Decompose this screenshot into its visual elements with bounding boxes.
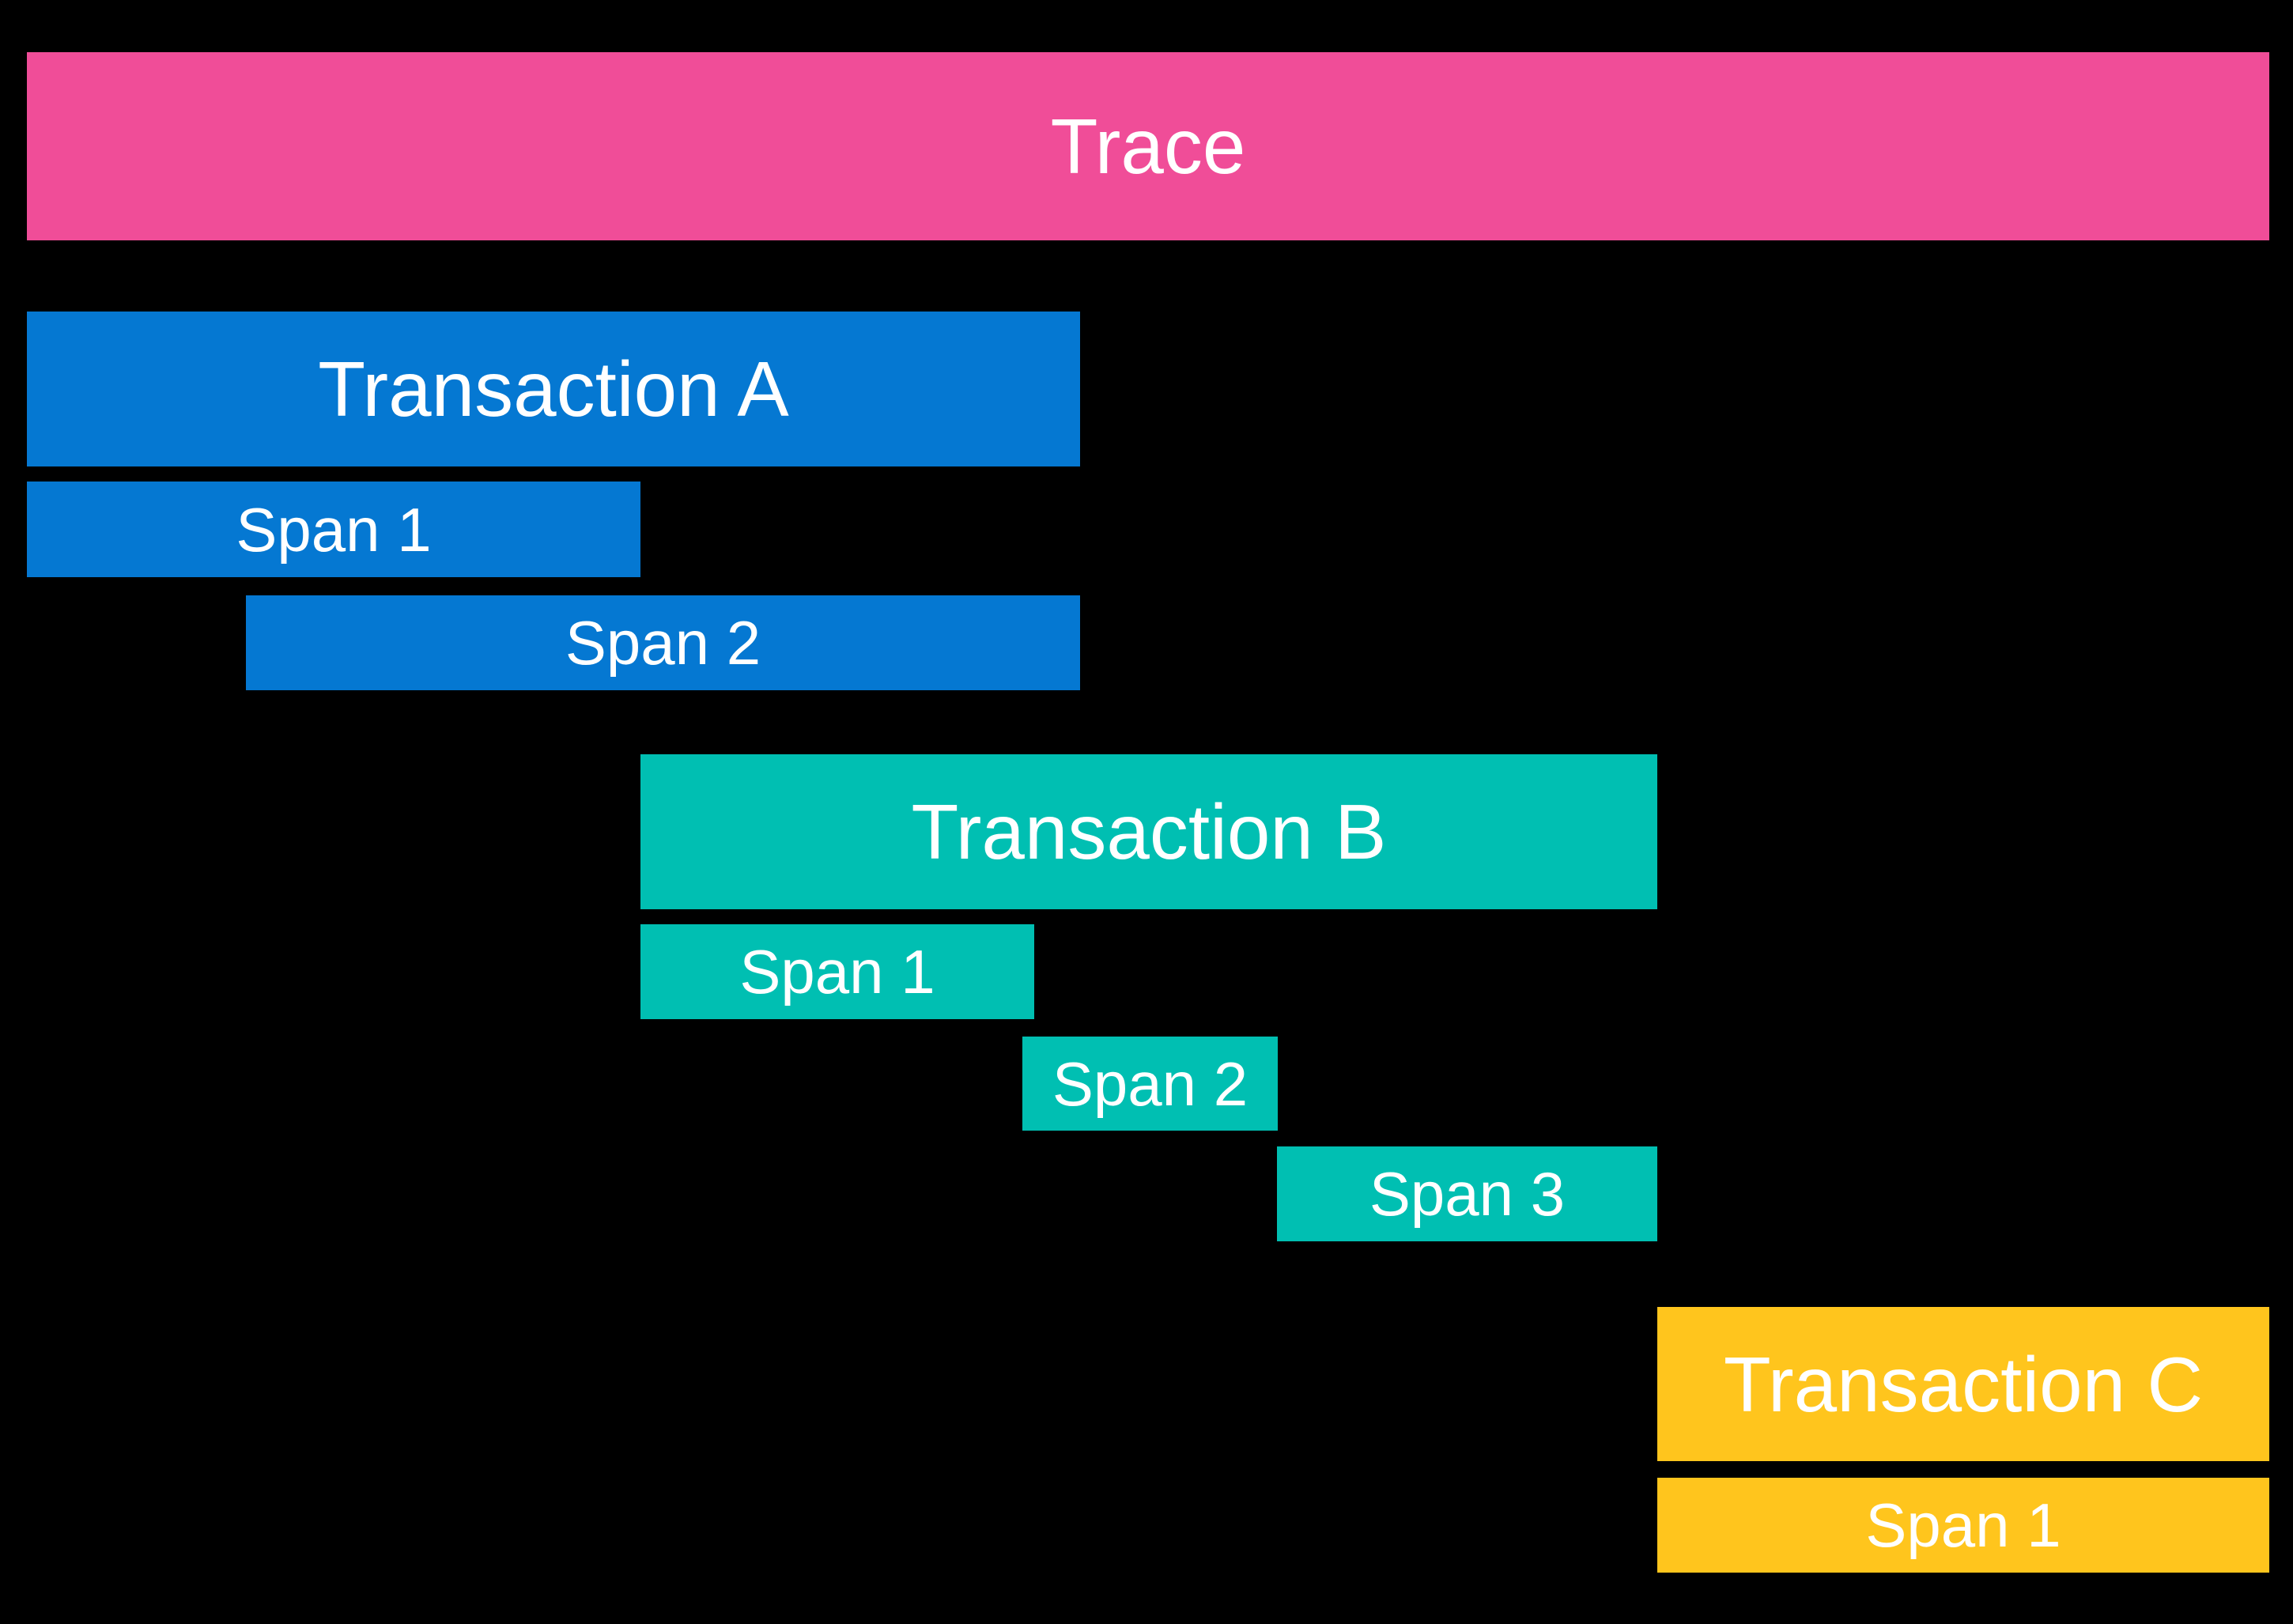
transaction-a-bar: Transaction A	[27, 312, 1080, 466]
transaction-b-label: Transaction B	[911, 788, 1387, 875]
trace-bar: Trace	[27, 52, 2269, 240]
transaction-c-span-1-label: Span 1	[1865, 1490, 2061, 1560]
transaction-a-span-2-label: Span 2	[565, 608, 761, 678]
transaction-c-span-1-bar: Span 1	[1657, 1478, 2269, 1573]
transaction-b-span-3-label: Span 3	[1369, 1159, 1566, 1229]
trace-label: Trace	[1050, 103, 1246, 190]
transaction-b-span-2-label: Span 2	[1052, 1048, 1248, 1119]
transaction-c-bar: Transaction C	[1657, 1307, 2269, 1461]
transaction-b-span-1-bar: Span 1	[640, 924, 1034, 1019]
transaction-b-span-3-bar: Span 3	[1277, 1146, 1657, 1241]
transaction-b-span-2-bar: Span 2	[1022, 1037, 1278, 1131]
transaction-a-span-1-label: Span 1	[236, 494, 432, 565]
transaction-b-span-1-label: Span 1	[739, 937, 935, 1007]
transaction-a-span-2-bar: Span 2	[246, 595, 1080, 690]
transaction-b-bar: Transaction B	[640, 754, 1657, 909]
transaction-a-label: Transaction A	[318, 346, 789, 432]
transaction-a-span-1-bar: Span 1	[27, 482, 640, 577]
transaction-c-label: Transaction C	[1723, 1340, 2204, 1428]
